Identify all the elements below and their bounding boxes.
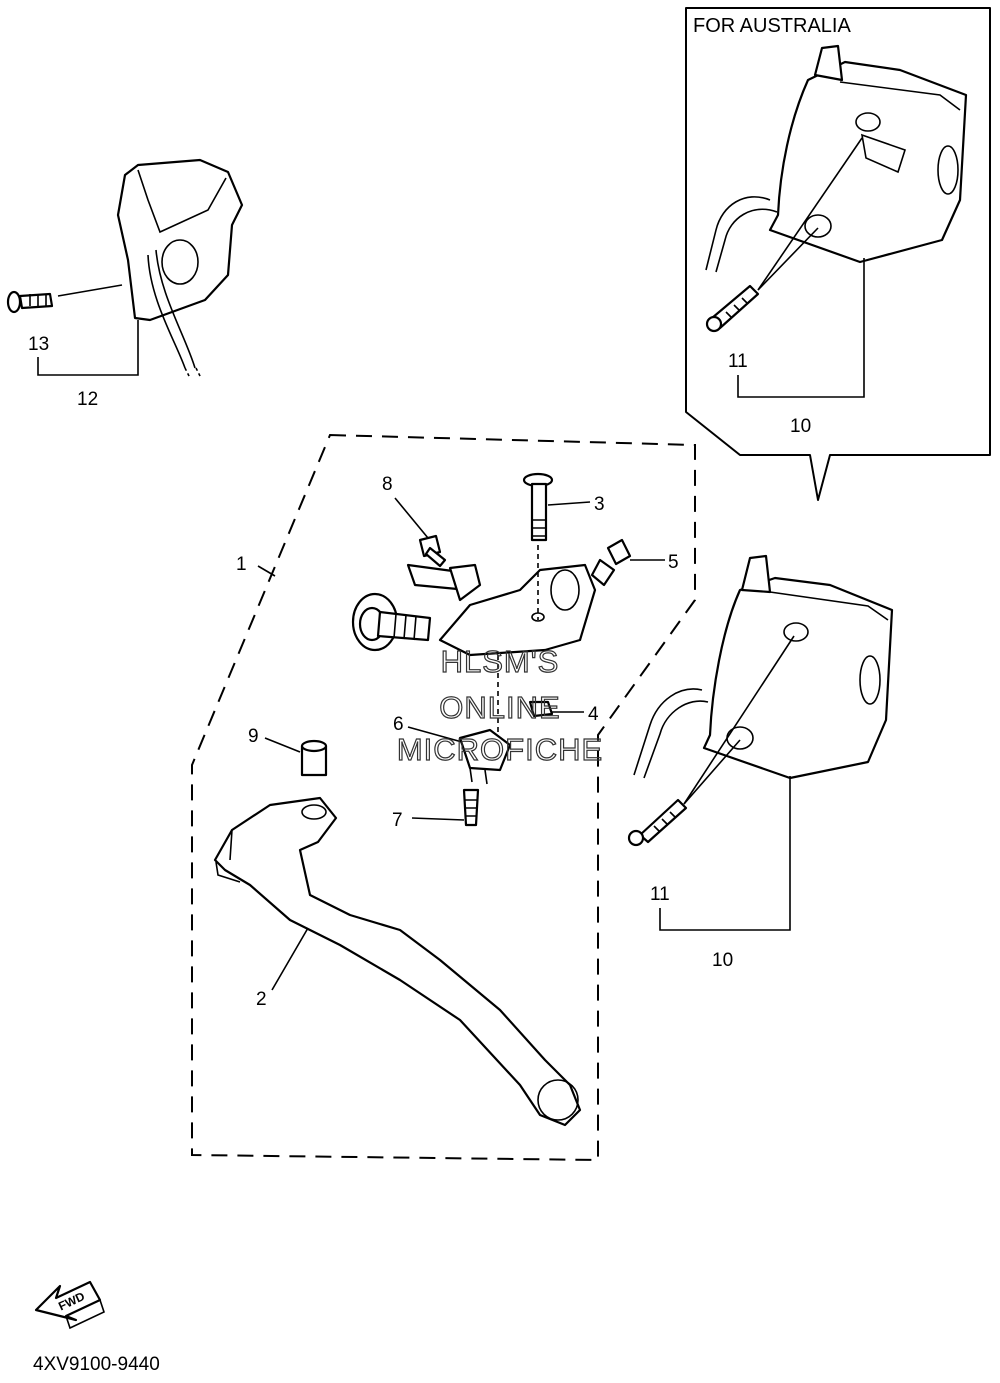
- inset-switch-housing: [705, 44, 968, 273]
- part-11-screw-main: [627, 798, 688, 847]
- part-5-screw: [590, 538, 632, 587]
- inset-title: FOR AUSTRALIA: [693, 15, 851, 37]
- australia-inset: FOR AUSTRALIA 11 10: [685, 7, 991, 501]
- callout-2: 2: [256, 989, 267, 1010]
- watermark-line-1: HLSM'S: [441, 644, 560, 679]
- callout-13: 13: [28, 334, 49, 355]
- part-8-screw: [418, 534, 447, 568]
- part-3-bolt: [522, 472, 554, 542]
- diagram-code: 4XV9100-9440: [33, 1354, 160, 1375]
- part-4-nut: [528, 700, 554, 718]
- callout-12: 12: [77, 389, 98, 410]
- inset-frame: [685, 7, 991, 501]
- part-2-clutch-lever: [213, 796, 582, 1127]
- callout-9: 9: [248, 726, 259, 747]
- callout-8: 8: [382, 474, 393, 495]
- callout-4: 4: [588, 704, 599, 725]
- part-6-switch: [458, 728, 512, 785]
- bracket-12: [37, 320, 139, 376]
- fwd-arrow-icon: FWD: [34, 1280, 105, 1330]
- watermark-line-2: ONLINE: [439, 690, 560, 725]
- callout-10-inset: 10: [790, 416, 811, 437]
- adjuster-knob: [351, 592, 432, 652]
- part-12-switch-housing: [116, 158, 244, 379]
- assembly-1-boundary: [191, 433, 696, 1162]
- part-7-screw: [462, 788, 480, 827]
- bracket-10-main: [659, 776, 791, 931]
- part-9-collar: [300, 739, 328, 777]
- callout-11-main: 11: [650, 884, 670, 905]
- callout-1: 1: [236, 554, 247, 575]
- callout-5: 5: [668, 552, 679, 573]
- callout-7: 7: [392, 810, 403, 831]
- watermark-line-3: MICROFICHE: [397, 732, 603, 767]
- bracket-10-inset: [737, 258, 865, 398]
- callout-11-inset: 11: [728, 351, 748, 372]
- callout-10-main: 10: [712, 950, 733, 971]
- part-13-screw: [6, 290, 54, 314]
- lever-bracket: [406, 563, 597, 657]
- part-10-switch-housing: [633, 554, 894, 780]
- inset-screw: [705, 284, 760, 333]
- watermark: HLSM'S ONLINE MICROFICHE: [396, 643, 603, 767]
- callout-6: 6: [393, 714, 404, 735]
- callout-3: 3: [594, 494, 605, 515]
